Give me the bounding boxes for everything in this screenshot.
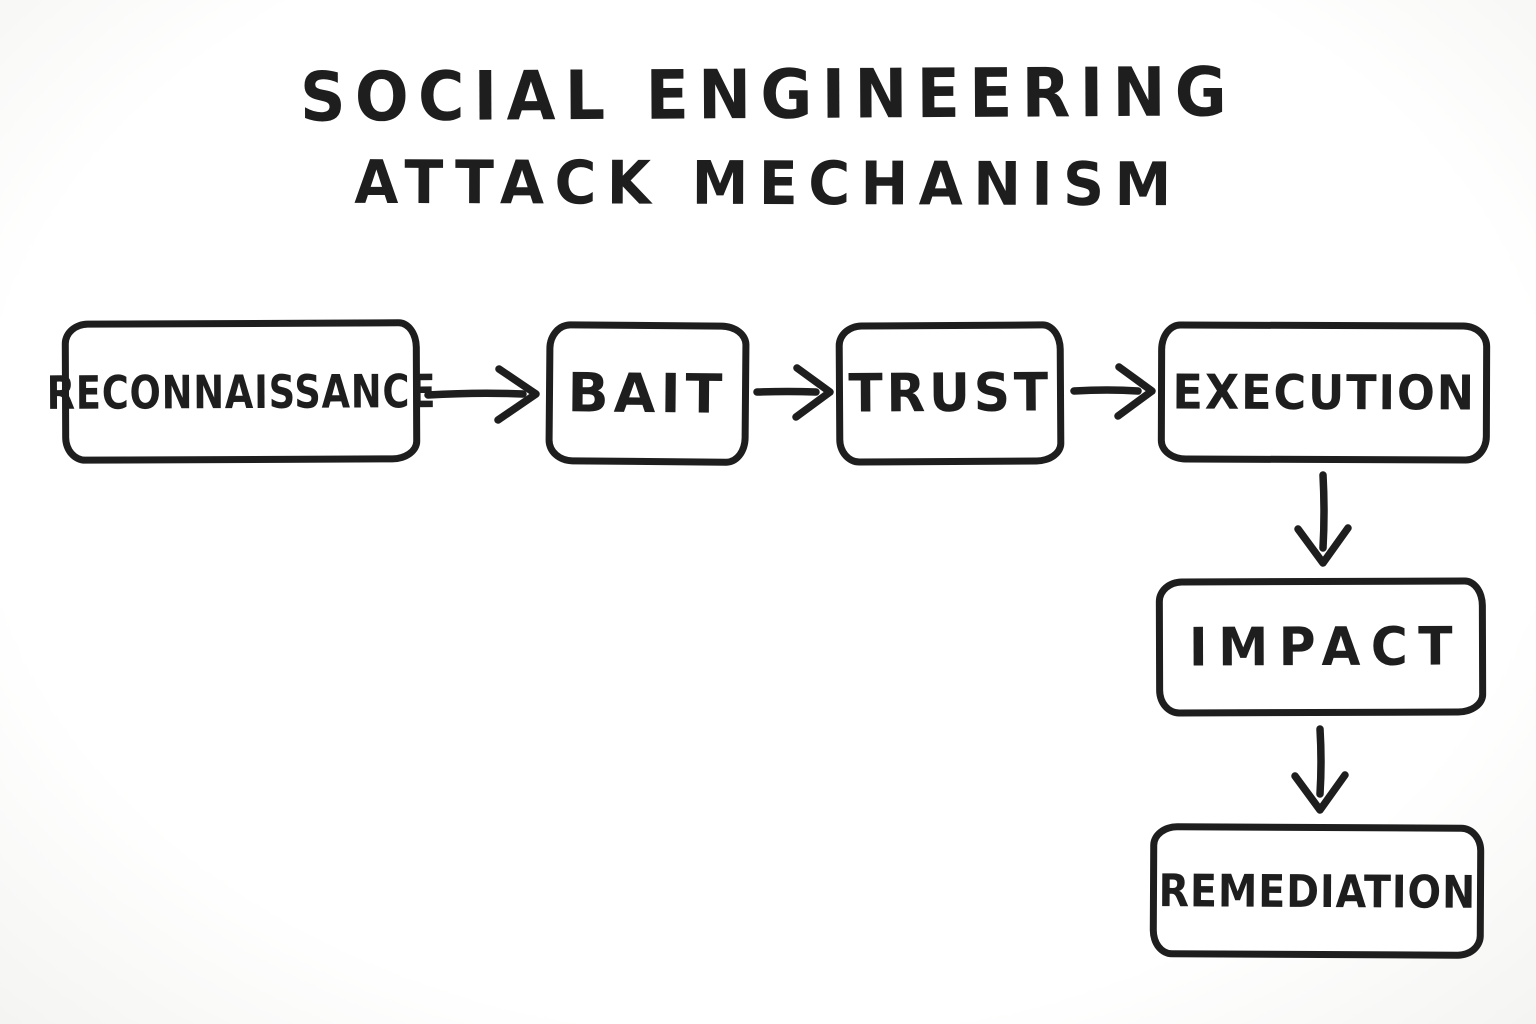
node-reconnaissance-label: RECONNAISSANCE xyxy=(46,363,436,420)
title-line-2: ATTACK MECHANISM xyxy=(354,147,1182,221)
node-trust-label: TRUST xyxy=(848,362,1052,425)
arrow-trust-to-execution-icon xyxy=(1070,363,1156,420)
node-trust: TRUST xyxy=(835,321,1065,466)
node-impact: IMPACT xyxy=(1155,577,1487,717)
arrow-execution-to-impact-icon xyxy=(1294,471,1352,567)
node-impact-label: IMPACT xyxy=(1188,616,1463,678)
arrow-bait-to-trust-icon xyxy=(753,364,834,421)
title-line-1: SOCIAL ENGINEERING xyxy=(299,53,1237,138)
node-bait: BAIT xyxy=(545,321,750,466)
node-bait-label: BAIT xyxy=(567,361,728,426)
node-remediation: REMEDIATION xyxy=(1149,823,1485,959)
node-execution-label: EXECUTION xyxy=(1172,363,1476,422)
node-remediation-label: REMEDIATION xyxy=(1158,863,1476,919)
diagram-title: SOCIAL ENGINEERING ATTACK MECHANISM xyxy=(0,53,1536,221)
node-reconnaissance: RECONNAISSANCE xyxy=(46,319,436,464)
node-execution: EXECUTION xyxy=(1157,321,1491,464)
arrow-impact-to-remediation-icon xyxy=(1291,725,1349,814)
arrow-reconnaissance-to-bait-icon xyxy=(424,365,540,424)
